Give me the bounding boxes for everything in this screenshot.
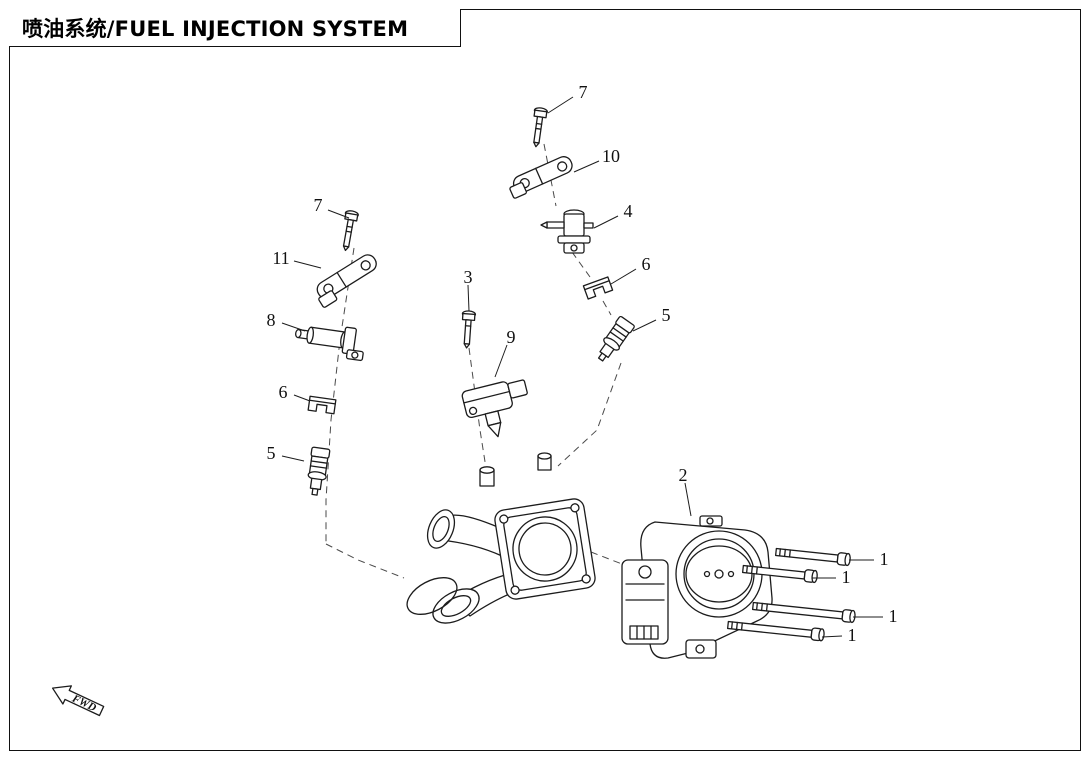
callout-leader-3: [467, 284, 470, 312]
callout-label-5: 5: [662, 305, 671, 325]
fwd-label: FWD: [69, 692, 98, 714]
fwd-symbol: FWD: [51, 685, 105, 717]
sensor-bracket-10: [509, 156, 573, 199]
callout-leader-8: [281, 322, 306, 332]
callout-label-6: 6: [279, 382, 288, 402]
throttle-bolt-1a: [774, 547, 851, 567]
callout-leader-5: [632, 319, 657, 332]
callout-leader-6: [610, 268, 637, 285]
callout-label-1: 1: [848, 625, 857, 645]
callout-leader-7: [547, 96, 574, 114]
flange-bolt-7-left: [342, 210, 359, 252]
throttle-body-2: [621, 515, 773, 659]
assembly-axis-lines: [325, 143, 641, 579]
callout-label-4: 4: [624, 201, 633, 221]
temp-sensor-4: [540, 209, 594, 254]
fuel-pipe-joint-8: [295, 326, 364, 362]
callout-leader-11: [293, 260, 322, 269]
callout-leader-2: [684, 482, 692, 517]
callout-label-10: 10: [602, 146, 620, 166]
callout-leader-10: [573, 160, 600, 173]
callout-leader-6: [293, 394, 311, 402]
callout-label-1: 1: [880, 549, 889, 569]
callout-label-11: 11: [272, 248, 289, 268]
callout-label-8: 8: [267, 310, 276, 330]
callout-leader-5: [281, 455, 305, 462]
title-box: 喷油系统/FUEL INJECTION SYSTEM: [9, 9, 461, 47]
callout-label-2: 2: [679, 465, 688, 485]
injector-clip-6-left: [307, 395, 337, 415]
callout-label-6: 6: [642, 254, 651, 274]
callout-label-3: 3: [464, 267, 473, 287]
callout-label-1: 1: [889, 606, 898, 626]
throttle-bolt-1b: [741, 564, 818, 584]
callout-leader-1: [821, 635, 843, 638]
injector-clip-6-right: [582, 276, 614, 300]
callout-label-7: 7: [579, 82, 588, 102]
callout-label-5: 5: [267, 443, 276, 463]
fuel-injector-5-right: [597, 315, 635, 362]
sensor-bolt-3: [461, 310, 477, 349]
throttle-bolt-1c: [751, 601, 856, 624]
flange-bolt-7-top: [533, 107, 548, 148]
fuel-injector-5-left: [307, 446, 331, 496]
callout-leader-7: [327, 209, 350, 219]
callout-label-9: 9: [507, 327, 516, 347]
callout-leader-9: [494, 344, 508, 378]
injector-bracket-11: [316, 254, 377, 308]
callout-leader-4: [593, 215, 619, 229]
callout-label-1: 1: [842, 567, 851, 587]
page-border-frame: [9, 9, 1081, 751]
map-sensor-9: [461, 379, 528, 438]
intake-manifold-assembly: [406, 452, 596, 624]
callout-label-7: 7: [314, 195, 323, 215]
throttle-bolt-1d: [726, 620, 825, 642]
page-title: 喷油系统/FUEL INJECTION SYSTEM: [22, 16, 409, 41]
